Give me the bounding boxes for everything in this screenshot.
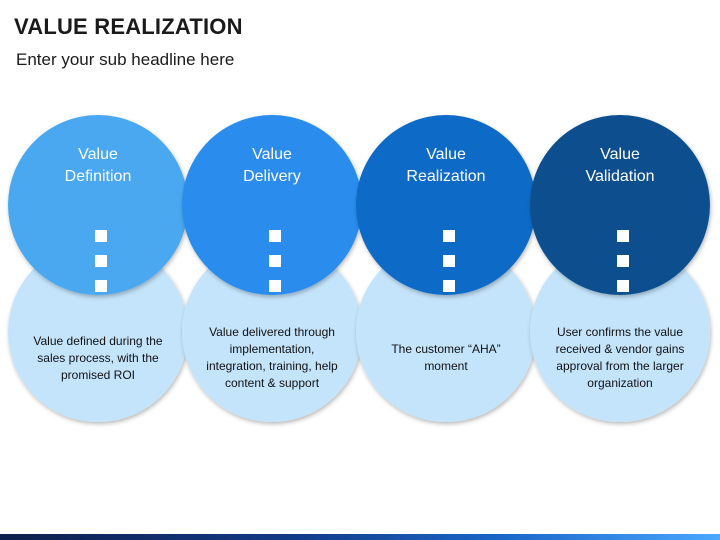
stage-4-connector	[617, 230, 629, 292]
stage-2-bottom-circle	[182, 242, 362, 422]
stage-2-description: Value delivered through implementation, …	[206, 325, 338, 390]
stage-3-title: Value Realization	[356, 144, 536, 224]
stage-1-top-circle	[8, 115, 188, 295]
stage-3-top-circle	[356, 115, 536, 295]
stage-2-connector	[269, 230, 281, 292]
stage-4-bottom-circle	[530, 242, 710, 422]
stage-1-connector	[95, 230, 107, 292]
stage-4-title: Value Validation	[530, 144, 710, 224]
stage-4-title-line1: Value	[600, 146, 640, 163]
stage-4-title-line2: Validation	[585, 168, 655, 185]
stage-3-connector	[443, 230, 455, 292]
stage-1-title: Value Definition	[8, 144, 188, 224]
stage-2-title-line1: Value	[252, 146, 292, 163]
stage-1-title-line2: Definition	[64, 168, 132, 185]
stage-1-title-line1: Value	[78, 146, 118, 163]
stage-3-title-line1: Value	[426, 146, 466, 163]
stage-4-top-circle	[530, 115, 710, 295]
stage-2-group	[182, 115, 362, 422]
stage-2-top-circle	[182, 115, 362, 295]
stage-2-title-line2: Delivery	[243, 168, 301, 185]
bottom-accent-bar	[0, 534, 720, 540]
stage-3-bottom-circle	[356, 242, 536, 422]
stage-1-description: Value defined during the sales process, …	[33, 333, 163, 382]
stage-2-title: Value Delivery	[182, 144, 362, 224]
stage-1-group	[8, 115, 188, 422]
stage-3-group	[356, 115, 536, 422]
page-subtitle: Enter your sub headline here	[16, 50, 235, 69]
stage-3-description: The customer “AHA” moment	[391, 342, 501, 373]
stage-4-description: User confirms the value received & vendo…	[555, 325, 685, 390]
stage-3-title-line2: Realization	[406, 168, 486, 185]
stage-1-bottom-circle	[8, 242, 188, 422]
stage-4-group	[530, 115, 710, 422]
page-title: VALUE REALIZATION	[14, 14, 243, 39]
